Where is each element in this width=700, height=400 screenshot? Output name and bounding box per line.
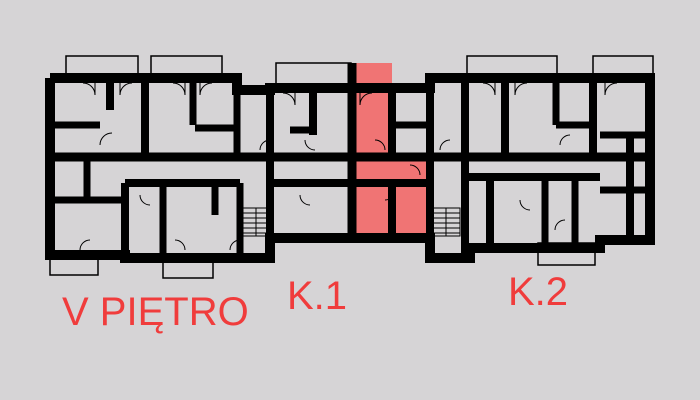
unit-label-k1: K.1 (287, 274, 348, 318)
unit-label-k2: K.2 (508, 270, 569, 314)
stairwell-right (432, 207, 461, 237)
stairwell-left (242, 207, 271, 237)
door-swings (79, 82, 618, 251)
floor-label: V PIĘTRO (62, 290, 249, 334)
walls (45, 63, 655, 263)
